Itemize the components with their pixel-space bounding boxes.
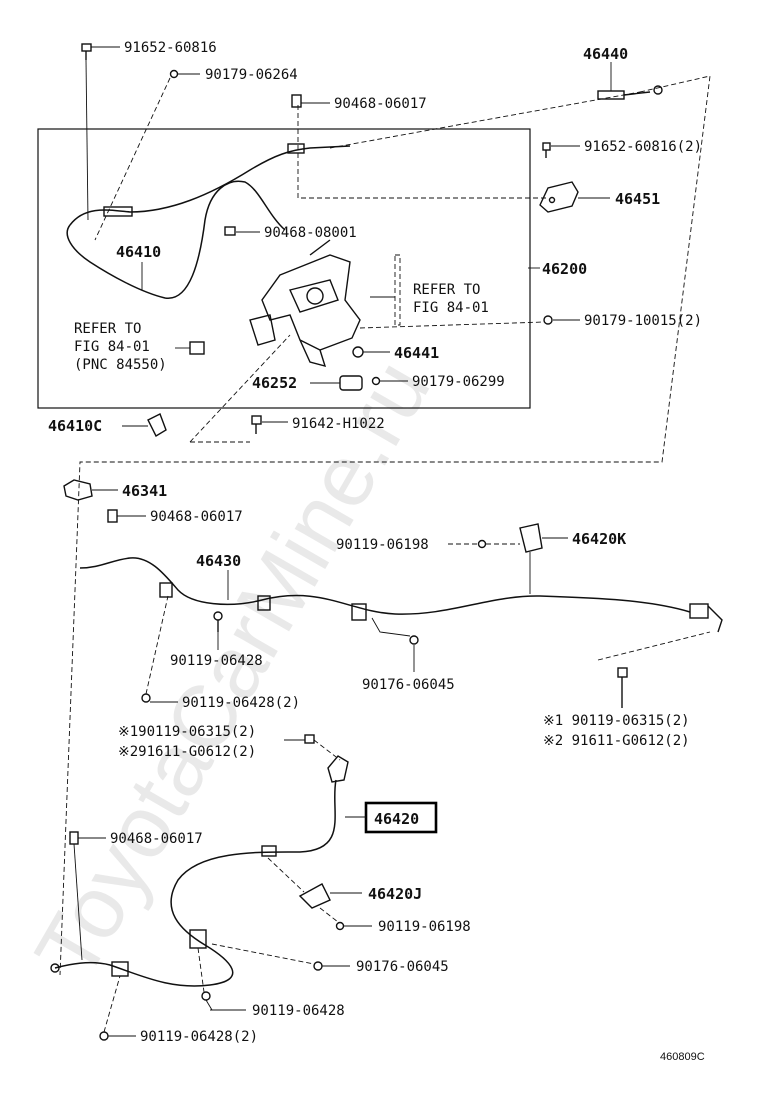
label-90119-06198-top: 90119-06198 — [336, 537, 429, 553]
label-90176-06045: 90176-06045 — [362, 677, 455, 693]
bolt-icon — [304, 734, 315, 744]
refer-note-left-fig: FIG 84-01 — [74, 339, 150, 355]
figure-id: 460809C — [660, 1051, 705, 1063]
refer-note-left-pnc: (PNC 84550) — [74, 357, 167, 373]
label-46200: 46200 — [542, 260, 587, 278]
clip-icon — [147, 413, 167, 437]
bracket-icon — [539, 181, 579, 213]
label-46451: 46451 — [615, 190, 660, 208]
assembly-box-46200 — [37, 128, 531, 409]
label-46420J: 46420J — [368, 885, 422, 903]
label-90119-06198-bot: 90119-06198 — [378, 919, 471, 935]
label-90119-06428-2-bot: 90119-06428(2) — [140, 1029, 258, 1045]
bolt-icon — [617, 667, 628, 708]
label-90176-06045-bot: 90176-06045 — [356, 959, 449, 975]
note-1-right: ※1 90119-06315(2) — [543, 713, 690, 729]
cable-46420 — [54, 779, 337, 987]
label-46420K: 46420K — [572, 530, 626, 548]
label-90468-06017-bot: 90468-06017 — [110, 831, 203, 847]
dashed-boundary — [59, 75, 711, 976]
label-90179-06264: 90179-06264 — [205, 67, 298, 83]
label-91652-60816-2: 91652-60816(2) — [584, 139, 702, 155]
clamp-icon — [224, 226, 236, 236]
label-46430: 46430 — [196, 552, 241, 570]
label-46252: 46252 — [252, 374, 297, 392]
nut-icon — [313, 961, 323, 971]
bracket-icon — [63, 479, 93, 501]
label-91642-H1022: 91642-H1022 — [292, 416, 385, 432]
refer-note-right-fig: FIG 84-01 — [413, 300, 489, 316]
bracket-icon — [519, 523, 543, 553]
label-90119-06428-bot: 90119-06428 — [252, 1003, 345, 1019]
bolt-icon — [477, 539, 487, 549]
label-90468-06017-mid: 90468-06017 — [150, 509, 243, 525]
label-46440: 46440 — [583, 45, 628, 63]
label-90179-06299: 90179-06299 — [412, 374, 505, 390]
label-46410C: 46410C — [48, 417, 102, 435]
clip-icon — [169, 69, 179, 79]
clamp-icon — [107, 509, 118, 523]
bolt-icon — [141, 693, 151, 703]
bolt-icon — [335, 921, 345, 931]
label-90119-06428-2: 90119-06428(2) — [182, 695, 300, 711]
refer-note-left: REFER TO — [74, 321, 141, 337]
bolt-icon — [201, 991, 211, 1001]
bracket-icon — [189, 341, 205, 355]
nut-icon — [543, 315, 553, 325]
nut-icon — [371, 376, 381, 386]
bracket-icon — [327, 755, 349, 783]
cable-46410 — [69, 145, 351, 226]
bolt-icon — [542, 142, 551, 158]
bolt-icon — [81, 43, 92, 60]
highlight-box-46420 — [364, 801, 438, 834]
label-46441: 46441 — [394, 344, 439, 362]
label-90119-06428: 90119-06428 — [170, 653, 263, 669]
note-2-left: ※291611-G0612(2) — [118, 744, 256, 760]
refer-note-right: REFER TO — [413, 282, 480, 298]
bolt-icon — [213, 611, 223, 632]
bolt-icon — [99, 1031, 109, 1041]
cable-46430 — [79, 557, 691, 615]
bolt-icon — [251, 415, 262, 434]
label-46410: 46410 — [116, 243, 161, 261]
label-90179-10015-2: 90179-10015(2) — [584, 313, 702, 329]
pedal-assembly-icon — [249, 239, 361, 368]
bracket-icon — [298, 883, 331, 909]
cable-end-icon — [597, 85, 663, 100]
label-90468-08001: 90468-08001 — [264, 225, 357, 241]
label-46341: 46341 — [122, 482, 167, 500]
label-46420[interactable]: 46420 — [374, 810, 419, 828]
note-1-left: ※190119-06315(2) — [118, 724, 256, 740]
nut-icon — [409, 635, 419, 645]
note-2-right: ※2 91611-G0612(2) — [543, 733, 690, 749]
clamp-icon — [291, 94, 302, 108]
label-90468-06017: 90468-06017 — [334, 96, 427, 112]
label-91652-60816: 91652-60816 — [124, 40, 217, 56]
